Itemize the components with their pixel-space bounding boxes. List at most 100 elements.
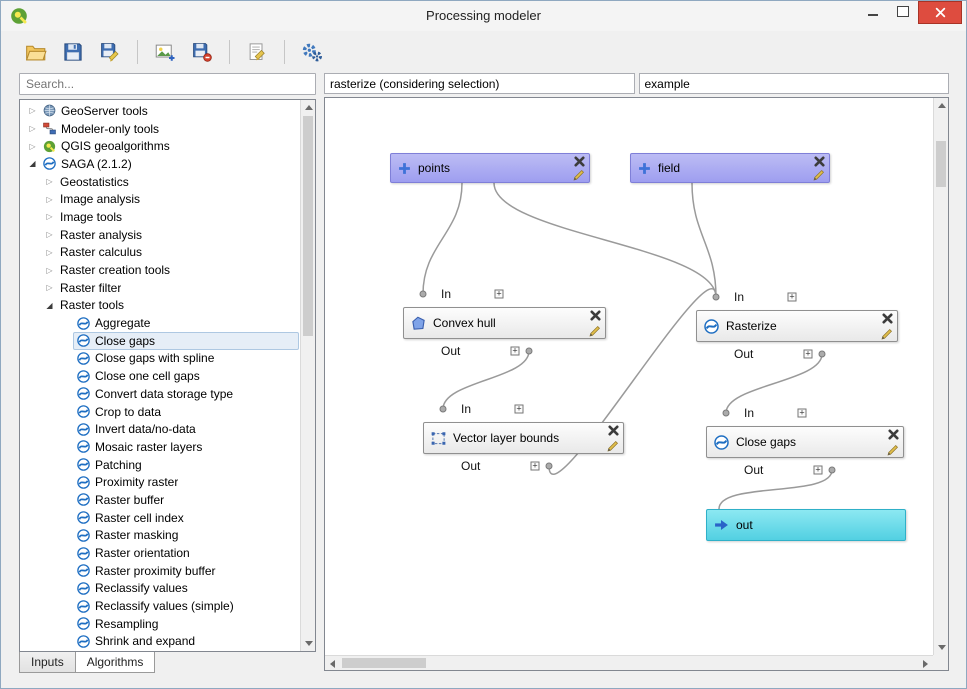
save-model-button[interactable] bbox=[58, 37, 88, 67]
out-socket[interactable] bbox=[818, 350, 826, 358]
scroll-thumb[interactable] bbox=[303, 116, 313, 336]
edit-component-button[interactable] bbox=[589, 325, 601, 337]
in-socket[interactable] bbox=[712, 293, 720, 301]
tree-item[interactable]: Reclassify values bbox=[20, 580, 299, 598]
tree-item[interactable]: ▷Raster analysis bbox=[20, 226, 299, 244]
remove-component-button[interactable] bbox=[814, 156, 825, 167]
tree-item[interactable]: ▷Raster filter bbox=[20, 279, 299, 297]
tree-item[interactable]: Close gaps bbox=[20, 331, 299, 350]
model-algorithm-vector_bounds[interactable]: Vector layer bounds bbox=[423, 422, 624, 454]
out-socket[interactable] bbox=[545, 462, 553, 470]
tree-item[interactable]: Raster proximity buffer bbox=[20, 562, 299, 580]
scroll-up-button[interactable] bbox=[934, 98, 949, 113]
expand-in-button[interactable]: + bbox=[787, 291, 797, 302]
expand-in-button[interactable]: + bbox=[514, 403, 524, 414]
edit-component-button[interactable] bbox=[887, 444, 899, 456]
close-button[interactable] bbox=[918, 1, 962, 24]
collapsed-arrow-icon[interactable]: ▷ bbox=[46, 283, 53, 293]
tree-item[interactable]: Shrink and expand bbox=[20, 633, 299, 651]
tree-item[interactable]: Raster masking bbox=[20, 527, 299, 545]
tab-inputs[interactable]: Inputs bbox=[19, 652, 76, 673]
model-algorithm-convex_hull[interactable]: Convex hull bbox=[403, 307, 606, 339]
tree-item[interactable]: Reclassify values (simple) bbox=[20, 597, 299, 615]
edit-component-button[interactable] bbox=[881, 328, 893, 340]
edit-model-help-button[interactable] bbox=[242, 37, 272, 67]
canvas-vscrollbar[interactable] bbox=[933, 98, 948, 655]
model-input-points[interactable]: points bbox=[390, 153, 590, 183]
open-model-button[interactable] bbox=[21, 37, 51, 67]
run-model-button[interactable] bbox=[297, 37, 327, 67]
model-algorithm-rasterize[interactable]: Rasterize bbox=[696, 310, 898, 342]
tree-item[interactable]: Mosaic raster layers bbox=[20, 438, 299, 456]
collapsed-arrow-icon[interactable]: ▷ bbox=[46, 247, 53, 257]
tree-item[interactable]: ▷Image analysis bbox=[20, 190, 299, 208]
scroll-thumb[interactable] bbox=[936, 141, 946, 187]
scroll-right-button[interactable] bbox=[918, 656, 933, 671]
collapsed-arrow-icon[interactable]: ▷ bbox=[46, 177, 53, 187]
tree-item[interactable]: Raster orientation bbox=[20, 544, 299, 562]
scroll-down-button[interactable] bbox=[301, 636, 315, 651]
tree-item[interactable]: ▷Modeler-only tools bbox=[20, 120, 299, 138]
edit-component-button[interactable] bbox=[813, 169, 825, 181]
model-algorithm-close_gaps[interactable]: Close gaps bbox=[706, 426, 904, 458]
collapsed-arrow-icon[interactable]: ▷ bbox=[46, 230, 53, 240]
export-as-image-button[interactable] bbox=[150, 37, 180, 67]
tree-item[interactable]: Convert data storage type bbox=[20, 385, 299, 403]
model-input-field[interactable]: field bbox=[630, 153, 830, 183]
model-name-input[interactable] bbox=[324, 73, 635, 94]
expanded-arrow-icon[interactable]: ◢ bbox=[46, 300, 53, 310]
collapsed-arrow-icon[interactable]: ▷ bbox=[46, 194, 53, 204]
edit-component-button[interactable] bbox=[607, 440, 619, 452]
maximize-button[interactable] bbox=[888, 1, 918, 22]
tree-item[interactable]: ◢Raster tools bbox=[20, 297, 299, 315]
out-socket[interactable] bbox=[828, 466, 836, 474]
remove-component-button[interactable] bbox=[888, 429, 899, 440]
tree-item[interactable]: ▷GeoServer tools bbox=[20, 102, 299, 120]
model-group-input[interactable] bbox=[638, 73, 949, 94]
tree-item[interactable]: Aggregate bbox=[20, 314, 299, 332]
tree-item[interactable]: Patching bbox=[20, 456, 299, 474]
tree-item[interactable]: Proximity raster bbox=[20, 473, 299, 491]
expand-in-button[interactable]: + bbox=[797, 407, 807, 418]
edit-component-button[interactable] bbox=[573, 169, 585, 181]
tree-item[interactable]: Resampling bbox=[20, 615, 299, 633]
collapsed-arrow-icon[interactable]: ▷ bbox=[29, 141, 36, 151]
canvas-hscrollbar[interactable] bbox=[325, 655, 933, 670]
in-socket[interactable] bbox=[439, 405, 447, 413]
in-socket[interactable] bbox=[722, 409, 730, 417]
collapsed-arrow-icon[interactable]: ▷ bbox=[46, 212, 53, 222]
tree-item[interactable]: ◢SAGA (2.1.2) bbox=[20, 155, 299, 173]
tree-item[interactable]: Raster cell index bbox=[20, 509, 299, 527]
tree-item[interactable]: Invert data/no-data bbox=[20, 420, 299, 438]
collapsed-arrow-icon[interactable]: ▷ bbox=[29, 106, 36, 116]
expand-out-button[interactable]: + bbox=[803, 348, 813, 359]
titlebar[interactable]: Processing modeler bbox=[1, 1, 966, 31]
tab-algorithms[interactable]: Algorithms bbox=[74, 651, 156, 673]
expanded-arrow-icon[interactable]: ◢ bbox=[29, 159, 36, 169]
tree-item[interactable]: Raster buffer bbox=[20, 491, 299, 509]
in-socket[interactable] bbox=[419, 290, 427, 298]
remove-component-button[interactable] bbox=[574, 156, 585, 167]
scroll-up-button[interactable] bbox=[301, 100, 315, 115]
expand-out-button[interactable]: + bbox=[813, 464, 823, 475]
save-model-as-button[interactable] bbox=[95, 37, 125, 67]
tree-scrollbar[interactable] bbox=[300, 100, 315, 651]
remove-component-button[interactable] bbox=[590, 310, 601, 321]
tree-item[interactable]: ▷Raster creation tools bbox=[20, 261, 299, 279]
scroll-down-button[interactable] bbox=[934, 640, 949, 655]
expand-out-button[interactable]: + bbox=[510, 345, 520, 356]
tree-item[interactable]: ▷Geostatistics bbox=[20, 173, 299, 191]
scroll-left-button[interactable] bbox=[325, 656, 340, 671]
tree-item[interactable]: ▷QGIS geoalgorithms bbox=[20, 137, 299, 155]
collapsed-arrow-icon[interactable]: ▷ bbox=[46, 265, 53, 275]
expand-out-button[interactable]: + bbox=[530, 460, 540, 471]
search-input[interactable] bbox=[19, 73, 316, 95]
tree-item[interactable]: Close one cell gaps bbox=[20, 367, 299, 385]
tree-item[interactable]: ▷Raster calculus bbox=[20, 244, 299, 262]
out-socket[interactable] bbox=[525, 347, 533, 355]
export-as-script-button[interactable] bbox=[187, 37, 217, 67]
tree-item[interactable]: ▷Image tools bbox=[20, 208, 299, 226]
remove-component-button[interactable] bbox=[882, 313, 893, 324]
collapsed-arrow-icon[interactable]: ▷ bbox=[29, 124, 36, 134]
